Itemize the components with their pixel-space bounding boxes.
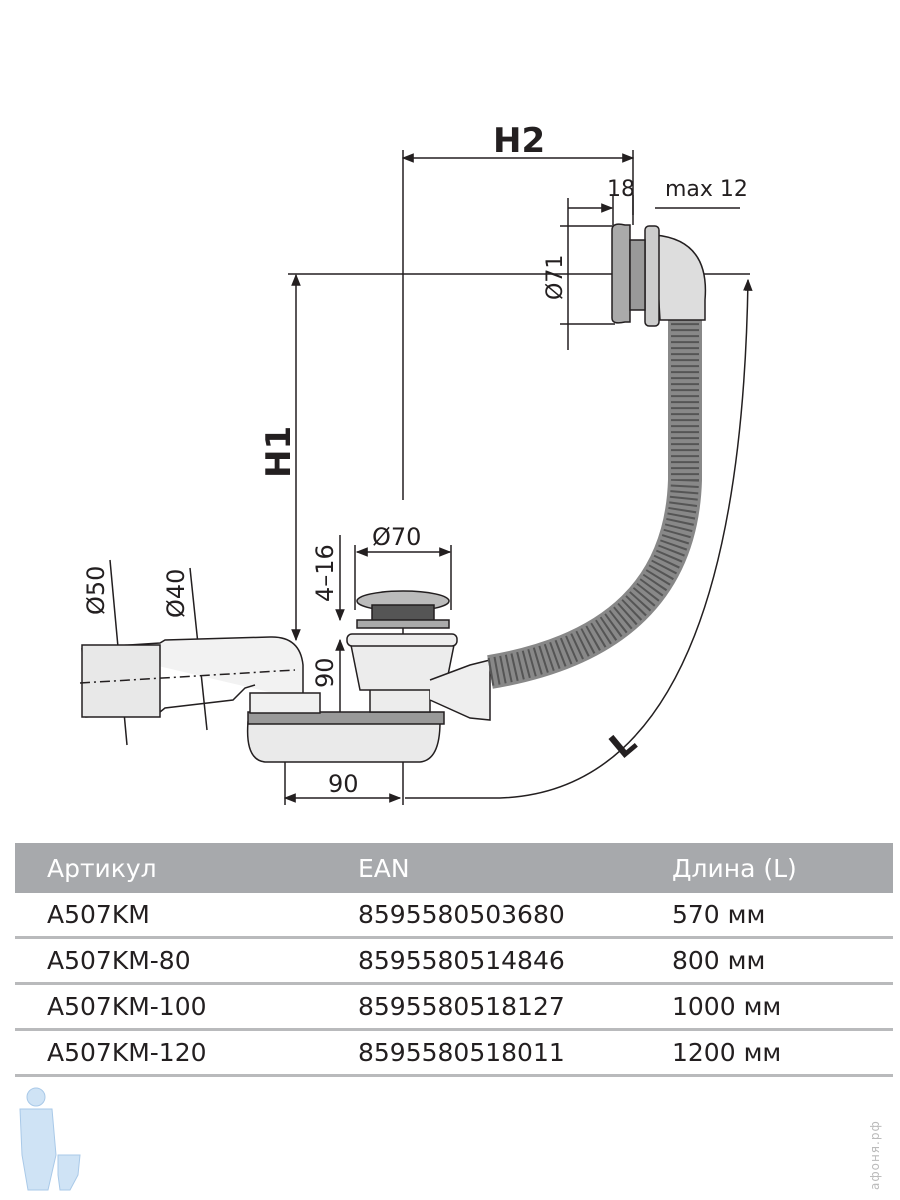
label-d40: Ø40 [162, 569, 190, 618]
label-d70: Ø70 [372, 523, 421, 551]
table-row: A507KM-120 8595580518011 1200 мм [15, 1031, 893, 1077]
cell-article: A507KM-120 [47, 1038, 207, 1067]
table-header: Артикул EAN Длина (L) [15, 843, 893, 893]
header-length: Длина (L) [672, 853, 797, 883]
label-h1: H1 [259, 426, 299, 478]
siphon-technical-drawing: H2 H1 L 18 max 12 Ø71 Ø70 Ø50 Ø40 4–16 9… [79, 121, 753, 805]
cell-ean: 8595580518011 [358, 1038, 565, 1067]
header-ean: EAN [358, 853, 410, 883]
cell-article: A507KM [47, 900, 150, 929]
cell-ean: 8595580518127 [358, 992, 565, 1021]
cell-article: A507KM-80 [47, 946, 191, 975]
label-90-vertical: 90 [311, 657, 339, 688]
table-row: A507KM-100 8595580518127 1000 мм [15, 985, 893, 1031]
table-row: A507KM-80 8595580514846 800 мм [15, 939, 893, 985]
header-article: Артикул [47, 853, 157, 883]
cell-ean: 8595580503680 [358, 900, 565, 929]
table-row: A507KM 8595580503680 570 мм [15, 893, 893, 939]
label-d50: Ø50 [82, 566, 110, 615]
label-4-16: 4–16 [311, 544, 339, 602]
cell-length: 1200 мм [672, 1038, 782, 1067]
plumber-logo-icon [19, 1087, 81, 1191]
label-18: 18 [607, 177, 635, 202]
label-d71: Ø71 [543, 255, 568, 300]
watermark: афоня.рф [868, 1120, 882, 1190]
spec-table: Артикул EAN Длина (L) A507KM 85955805036… [15, 843, 893, 1077]
cell-article: A507KM-100 [47, 992, 207, 1021]
label-90-horizontal: 90 [328, 770, 359, 798]
label-h2: H2 [493, 121, 545, 161]
cell-length: 800 мм [672, 946, 766, 975]
cell-ean: 8595580514846 [358, 946, 565, 975]
cell-length: 570 мм [672, 900, 766, 929]
cell-length: 1000 мм [672, 992, 782, 1021]
label-max12: max 12 [665, 177, 748, 202]
